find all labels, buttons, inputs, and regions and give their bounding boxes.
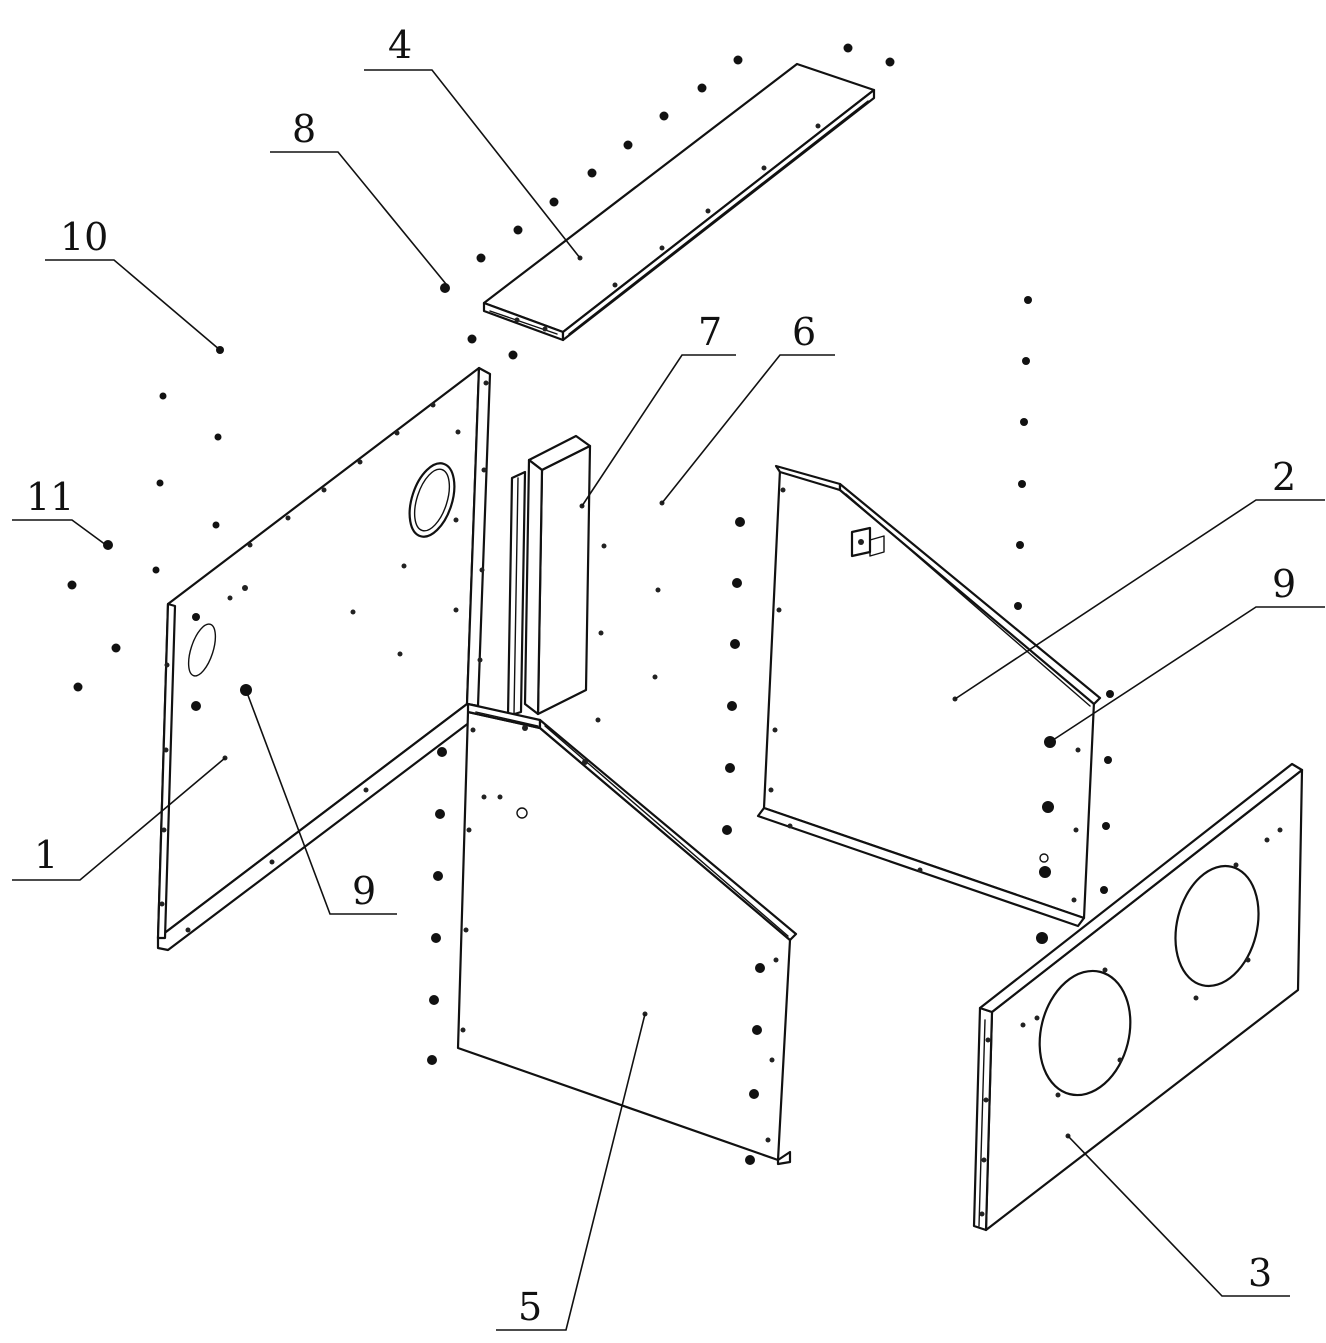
label-part-8: 8 (292, 107, 316, 151)
label-part-11: 11 (26, 475, 74, 519)
label-part-10: 10 (60, 215, 108, 259)
label-part-5: 5 (518, 1285, 542, 1329)
part-5-front-panel (456, 702, 798, 1166)
label-part-7: 7 (698, 310, 722, 354)
label-part-4: 4 (388, 23, 412, 67)
screws-panel-5 (427, 747, 765, 1165)
label-part-6: 6 (792, 310, 816, 354)
label-part-3: 3 (1248, 1251, 1272, 1295)
part-7-box (506, 434, 592, 718)
screws-left-group (67, 346, 224, 692)
label-part-1: 1 (34, 833, 58, 877)
screws-top-row (440, 43, 895, 360)
callout-labels: 4 8 10 11 1 9 7 6 2 9 3 5 (26, 23, 1296, 1329)
label-part-9-right: 9 (1272, 562, 1296, 606)
label-part-2: 2 (1272, 455, 1296, 499)
label-part-9-left: 9 (352, 869, 376, 913)
part-4-top-cover (482, 62, 876, 342)
part-2-side-panel (756, 464, 1102, 928)
part-3-front-plate (972, 762, 1304, 1232)
screws-right-columns (1014, 296, 1114, 944)
leader-lines (12, 69, 1325, 1331)
screws-center-columns (595, 500, 745, 835)
part-1-left-panel (156, 366, 492, 952)
